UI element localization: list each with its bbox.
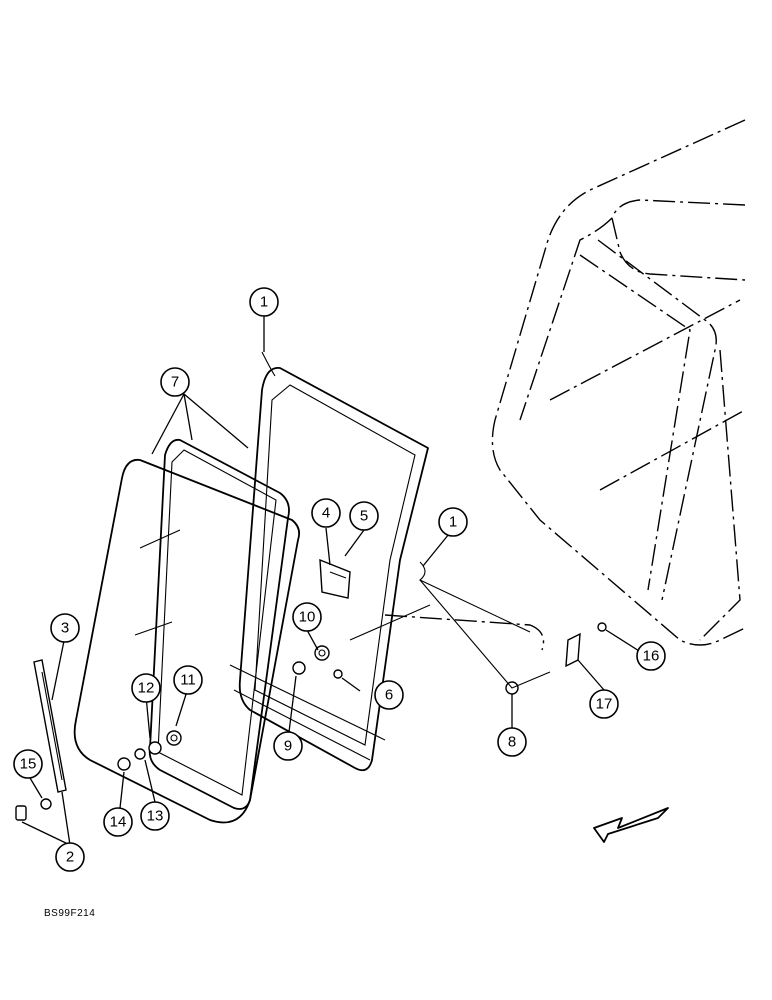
svg-text:11: 11 bbox=[180, 672, 196, 689]
hardware-parts bbox=[15, 622, 607, 821]
callout-6: 6 bbox=[374, 680, 404, 710]
callout-10: 10 bbox=[292, 602, 322, 632]
svg-text:5: 5 bbox=[360, 508, 368, 525]
svg-text:3: 3 bbox=[61, 620, 69, 637]
glass-panel bbox=[73, 458, 301, 824]
svg-text:8: 8 bbox=[508, 734, 516, 751]
callout-5: 5 bbox=[349, 501, 379, 531]
callout-17: 17 bbox=[589, 689, 619, 719]
callout-9: 9 bbox=[273, 731, 303, 761]
svg-text:1: 1 bbox=[449, 514, 457, 531]
callout-2: 2 bbox=[55, 842, 85, 872]
svg-text:12: 12 bbox=[138, 680, 155, 697]
svg-text:4: 4 bbox=[322, 505, 330, 522]
callout-15: 15 bbox=[13, 749, 43, 779]
callout-14: 14 bbox=[103, 807, 133, 837]
callout-3: 3 bbox=[50, 613, 80, 643]
wiper-motor bbox=[319, 558, 351, 599]
callout-4: 4 bbox=[311, 498, 341, 528]
svg-text:16: 16 bbox=[643, 648, 660, 665]
leader-lines bbox=[21, 316, 648, 846]
callout-1b: 1 bbox=[438, 507, 468, 537]
figure-code: BS99F214 bbox=[44, 908, 96, 919]
svg-text:2: 2 bbox=[66, 849, 74, 866]
callout-16: 16 bbox=[636, 641, 666, 671]
svg-text:14: 14 bbox=[110, 814, 127, 831]
callout-11: 11 bbox=[173, 665, 203, 695]
cab-outline bbox=[384, 119, 746, 651]
callout-7: 7 bbox=[160, 367, 190, 397]
arrow-icon bbox=[593, 807, 669, 843]
svg-text:15: 15 bbox=[20, 756, 37, 773]
svg-text:13: 13 bbox=[147, 808, 164, 825]
svg-text:6: 6 bbox=[385, 687, 393, 704]
callout-8: 8 bbox=[497, 727, 527, 757]
svg-text:10: 10 bbox=[299, 609, 316, 626]
wiring-harness bbox=[261, 351, 551, 689]
svg-text:9: 9 bbox=[284, 738, 292, 755]
wiper-arm bbox=[33, 659, 67, 793]
window-seal bbox=[148, 438, 290, 810]
callout-12: 12 bbox=[131, 673, 161, 703]
svg-text:7: 7 bbox=[171, 374, 179, 391]
callout-1a: 1 bbox=[249, 287, 279, 317]
svg-text:17: 17 bbox=[596, 696, 613, 713]
callout-13: 13 bbox=[140, 801, 170, 831]
svg-text:1: 1 bbox=[260, 294, 268, 311]
